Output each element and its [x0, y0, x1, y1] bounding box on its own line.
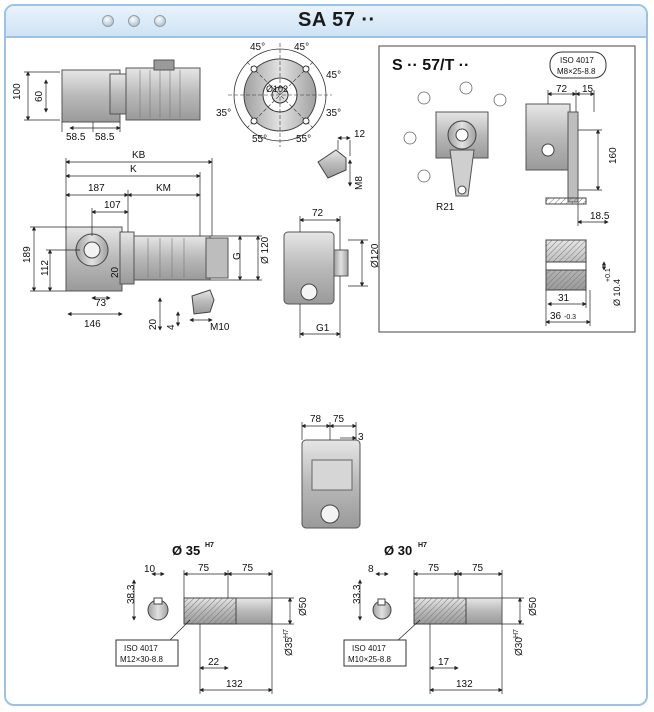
- shaft30-75b: 75: [472, 563, 484, 574]
- dim-kb: KB: [132, 150, 146, 161]
- shaft30-33-3: 33.3: [352, 584, 363, 604]
- center-view: 78 75 3: [301, 414, 364, 529]
- dim-height: 100: [12, 83, 23, 100]
- foot-thread: M10: [210, 322, 230, 333]
- center-78: 78: [310, 414, 322, 425]
- window-dots: [102, 15, 166, 27]
- dim-right: 58.5: [95, 132, 115, 143]
- shaft35-heading: Ø 35: [172, 543, 200, 558]
- arm-18-5: 18.5: [590, 211, 610, 222]
- dim-g: G: [232, 252, 243, 260]
- end-width: 72: [312, 208, 324, 219]
- arm-72: 72: [556, 84, 568, 95]
- shaft35-38-3: 38.3: [126, 584, 137, 604]
- title-bar: SA 57 ··: [6, 6, 646, 38]
- iso-standard: ISO 4017: [560, 56, 594, 65]
- main-view: KB K 187 KM 107 189 112 20 73 146 G Ø 12…: [22, 150, 271, 330]
- shaft30-17: 17: [438, 657, 450, 668]
- bolt-circle: Ø102: [266, 84, 288, 94]
- center-3: 3: [358, 432, 364, 443]
- shaft30-bolt: M10×25-8.8: [348, 655, 391, 664]
- dim-189: 189: [22, 246, 33, 263]
- shaft35-75a: 75: [198, 563, 210, 574]
- shaft35-132: 132: [226, 679, 243, 690]
- torque-arm-panel: S ·· 57/T ·· ISO 4017 M8×25-8.8 R21 72: [378, 45, 636, 333]
- dim-flange: 60: [34, 90, 45, 102]
- bush-bore-tol: +0.1: [605, 268, 612, 282]
- shaft30-8: 8: [368, 564, 374, 575]
- bush-36-tol: -0.3: [564, 314, 576, 321]
- shaft30-detail: Ø 30 H7 8 33.3 75 75 ISO 4017 M10×25-8.8…: [343, 542, 539, 694]
- torque-arm-title: S ·· 57/T ··: [392, 57, 469, 74]
- dim-146: 146: [84, 319, 101, 330]
- bush-bore: Ø 10.4: [612, 279, 622, 306]
- angle-label: 45°: [250, 42, 265, 53]
- angle-label: 35°: [216, 108, 231, 119]
- bush-31: 31: [558, 293, 570, 304]
- end-view: 72 Ø120 G1: [283, 208, 381, 338]
- dim-107: 107: [104, 200, 121, 211]
- shaft30-bore-tol: H7: [513, 629, 520, 638]
- dim-120: Ø 120: [260, 236, 271, 264]
- angle-label: 45°: [326, 70, 341, 81]
- dim-187: 187: [88, 183, 105, 194]
- iso-bolt: M8×25-8.8: [557, 67, 596, 76]
- shaft35-detail: Ø 35 H7 10 38.3 75 75 ISO 4017 M12×30-8.…: [115, 542, 309, 694]
- terminal-box: [153, 59, 175, 71]
- arm-radius: R21: [436, 202, 455, 213]
- shaft30-heading: Ø 30: [384, 543, 412, 558]
- shaft35-heading-tol: H7: [205, 542, 214, 549]
- center-75: 75: [333, 414, 345, 425]
- key-thread: M8: [354, 176, 365, 190]
- dot-icon: [154, 15, 166, 27]
- angle-label: 45°: [294, 42, 309, 53]
- arm-15: 15: [582, 84, 594, 95]
- foot-detail: 20 4 M10: [148, 289, 230, 333]
- shaft-key-detail: 12 M8: [317, 129, 366, 190]
- dim-km: KM: [156, 183, 171, 194]
- end-g1: G1: [316, 323, 330, 334]
- dim-73: 73: [95, 298, 107, 309]
- foot-4: 4: [166, 324, 177, 330]
- dim-k: K: [130, 164, 137, 175]
- foot-20: 20: [148, 318, 159, 330]
- shaft30-dia50: Ø50: [528, 597, 539, 616]
- dim-left: 58.5: [66, 132, 86, 143]
- shaft35-bore: Ø35: [284, 637, 295, 656]
- flange-view: Ø102 45° 45° 45° 35° 35° 55° 55°: [216, 42, 341, 147]
- shaft35-75b: 75: [242, 563, 254, 574]
- shaft35-10: 10: [144, 564, 156, 575]
- shaft35-22: 22: [208, 657, 220, 668]
- dim-20: 20: [110, 266, 121, 278]
- shaft35-iso: ISO 4017: [124, 644, 158, 653]
- motor-body: [125, 67, 201, 121]
- shaft35-bolt: M12×30-8.8: [120, 655, 163, 664]
- dot-icon: [102, 15, 114, 27]
- dim-112: 112: [40, 260, 51, 276]
- angle-label: 55°: [296, 134, 311, 145]
- side-view: 100 60 58.5 58.5: [12, 59, 201, 143]
- dot-icon: [128, 15, 140, 27]
- bush-36: 36: [550, 311, 562, 322]
- angle-label: 35°: [326, 108, 341, 119]
- shaft35-bore-tol: H7: [283, 629, 290, 638]
- angle-label: 55°: [252, 134, 267, 145]
- page-title: SA 57 ··: [298, 9, 376, 31]
- key-width: 12: [354, 129, 366, 140]
- shaft30-75a: 75: [428, 563, 440, 574]
- shaft30-132: 132: [456, 679, 473, 690]
- arm-160: 160: [608, 147, 619, 164]
- shaft35-dia50: Ø50: [298, 597, 309, 616]
- end-dia: Ø120: [370, 243, 381, 268]
- shaft30-bore: Ø30: [514, 637, 525, 656]
- shaft30-iso: ISO 4017: [352, 644, 386, 653]
- shaft30-heading-tol: H7: [418, 542, 427, 549]
